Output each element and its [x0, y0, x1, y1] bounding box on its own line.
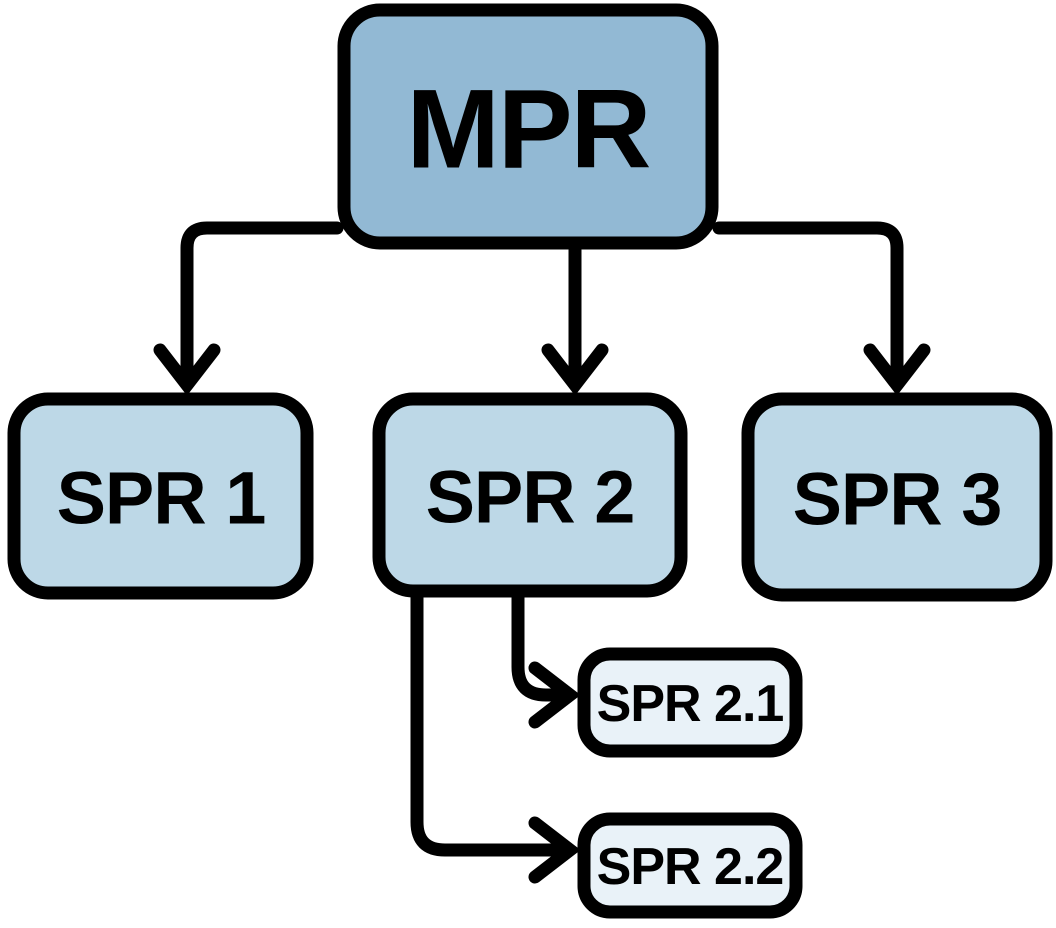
node-mpr-label: MPR [407, 67, 650, 192]
edge-mpr-spr2 [541, 243, 609, 396]
node-spr21-label: SPR 2.1 [597, 675, 784, 733]
edge-spr2-spr21 [511, 584, 581, 729]
node-mpr-box [337, 3, 719, 250]
arrowhead-down-icon [541, 343, 609, 396]
edge-spr2-spr22 [410, 584, 581, 884]
arrowhead-right-icon [528, 661, 581, 729]
node-spr22-label: SPR 2.2 [597, 838, 784, 896]
connector-line [511, 584, 567, 702]
node-spr1-label: SPR 1 [57, 457, 266, 540]
node-spr22: SPR 2.2 [577, 812, 803, 919]
connector-line [712, 221, 904, 384]
arrowhead-right-icon [528, 816, 581, 884]
node-spr3-label: SPR 3 [793, 458, 1002, 541]
node-spr3: SPR 3 [741, 392, 1053, 602]
node-spr1-box [7, 392, 314, 600]
node-spr2-box [372, 392, 688, 598]
arrowhead-down-icon [153, 343, 221, 396]
connector-line [410, 584, 567, 857]
edge-mpr-spr3 [712, 221, 931, 396]
node-spr2: SPR 2 [372, 392, 688, 598]
node-spr21-box [577, 647, 803, 758]
arrowhead-down-icon [863, 343, 931, 396]
node-spr3-box [741, 392, 1053, 602]
connector-line [180, 221, 344, 384]
node-spr1: SPR 1 [7, 392, 314, 600]
edge-mpr-spr1 [153, 221, 344, 396]
node-spr21: SPR 2.1 [577, 647, 803, 758]
node-spr22-box [577, 812, 803, 919]
node-spr2-label: SPR 2 [426, 456, 635, 539]
node-mpr: MPR [337, 3, 719, 250]
